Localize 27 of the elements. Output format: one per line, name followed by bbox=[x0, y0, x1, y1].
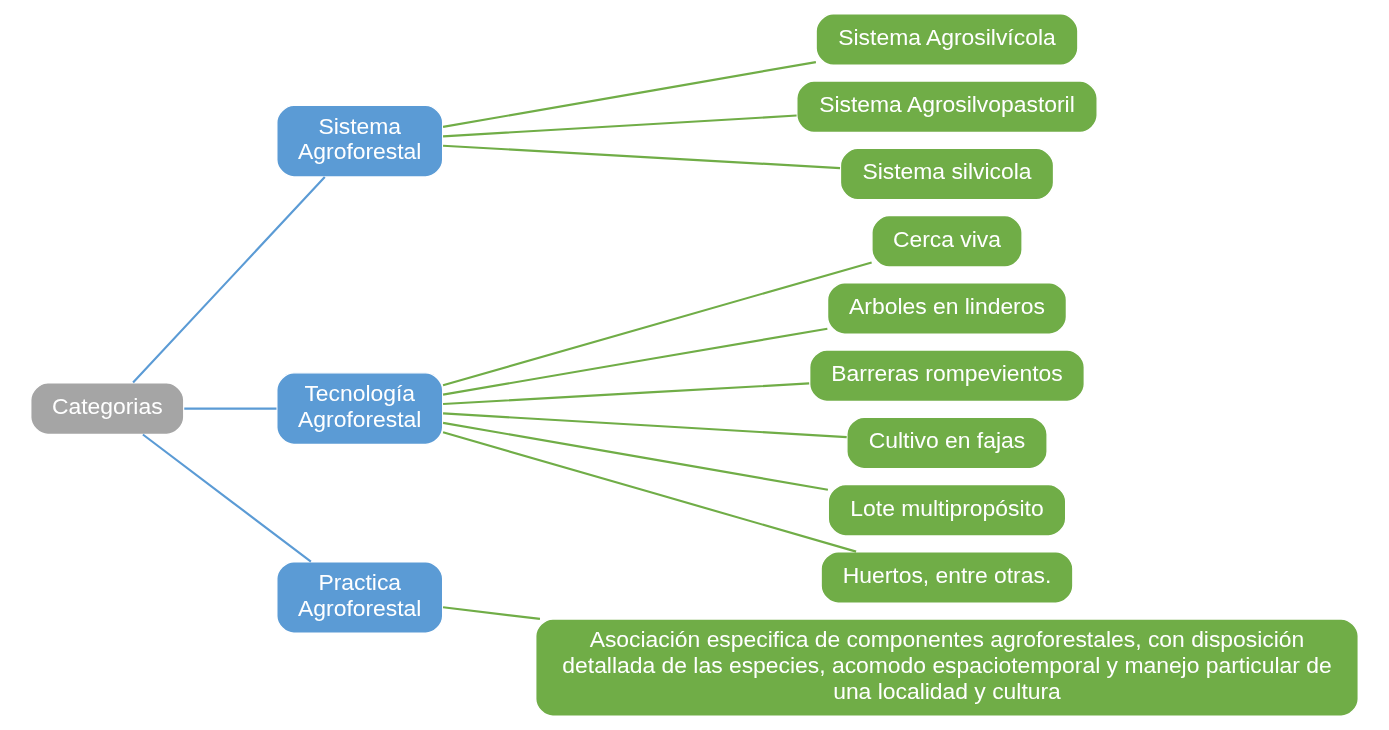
node-box: Lote multipropósito bbox=[827, 483, 1067, 537]
node-box: Arboles en linderos bbox=[826, 282, 1068, 335]
node-box: Sistema Agroforestal bbox=[276, 104, 444, 178]
node-box: Cultivo en fajas bbox=[846, 416, 1048, 470]
node-box: Huertos, entre otras. bbox=[820, 550, 1074, 604]
connector bbox=[443, 114, 797, 138]
node-box: Cerca viva bbox=[871, 214, 1023, 268]
connector bbox=[442, 61, 817, 128]
connector bbox=[442, 421, 829, 491]
connector bbox=[443, 412, 847, 439]
node-box: Sistema Agrosilvícola bbox=[815, 13, 1079, 66]
connector bbox=[442, 261, 872, 387]
node-box: Barreras rompevientos bbox=[808, 349, 1086, 403]
connector bbox=[442, 606, 541, 620]
connector bbox=[132, 176, 326, 384]
connector bbox=[443, 382, 810, 406]
node-box: Tecnología Agroforestal bbox=[276, 372, 444, 446]
node-box: Sistema silvicola bbox=[839, 147, 1055, 201]
node-box: Sistema Agrosilvopastoril bbox=[796, 80, 1098, 134]
node-box: Asociación especifica de componentes agroforestales, con disposición detallada de las especies, acomodo espaciotemporal y manejo particular de una localidad y cultura bbox=[535, 618, 1359, 717]
connector bbox=[442, 431, 857, 553]
connector bbox=[442, 327, 828, 396]
node-box: Practica Agroforestal bbox=[276, 561, 444, 634]
node-box: Categorias bbox=[30, 382, 185, 436]
connector bbox=[443, 144, 841, 170]
connector bbox=[184, 407, 277, 410]
connector bbox=[142, 433, 312, 563]
